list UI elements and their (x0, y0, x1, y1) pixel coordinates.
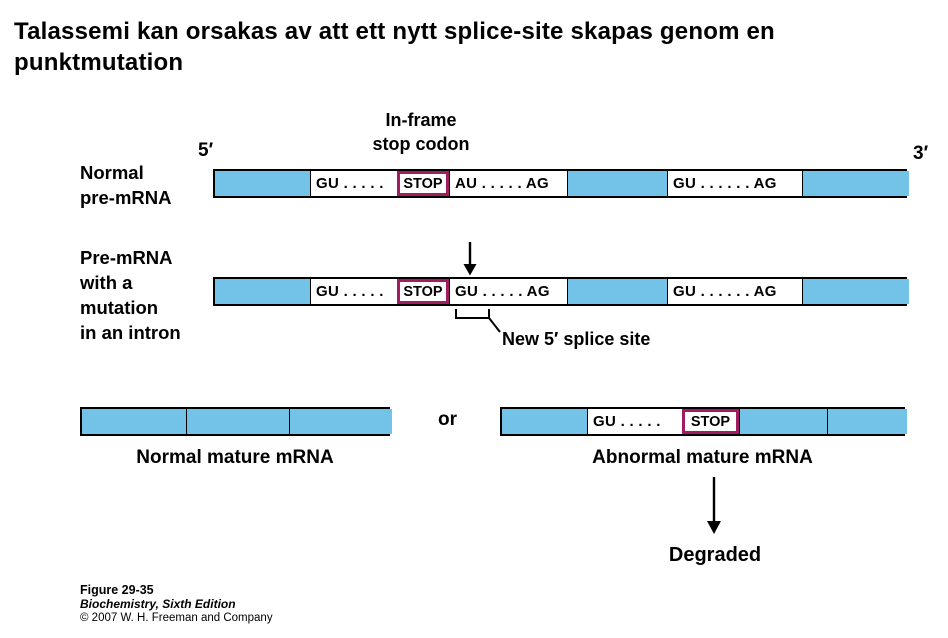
or-label: or (438, 409, 457, 430)
mutated-intron-segment: GU . . . . . AG (449, 279, 567, 304)
label-line: with a (80, 272, 133, 293)
exon-segment (186, 409, 289, 434)
exon-segment (82, 409, 186, 434)
normal-mature-mrna-caption: Normal mature mRNA (136, 447, 334, 468)
normal-mature-mrna-bar (80, 407, 392, 436)
exon-segment (567, 171, 667, 196)
degraded-arrow-icon (707, 477, 721, 534)
book-title: Biochemistry, Sixth Edition (80, 597, 236, 611)
intron-segment: GU . . . . . . AG (667, 171, 802, 196)
exon-segment (802, 171, 909, 196)
stop-codon-box: STOP (397, 279, 449, 304)
new-splice-site-label: New 5′ splice site (502, 329, 651, 349)
exon-segment (739, 409, 827, 434)
copyright-line: © 2007 W. H. Freeman and Company (80, 612, 273, 624)
new-splice-bracket-icon (455, 309, 501, 333)
label-line: mutation (80, 297, 159, 318)
exon-segment (502, 409, 587, 434)
intron-5prime-segment: GU . . . . . (310, 279, 397, 304)
annotation-line: stop codon (372, 134, 470, 154)
exon-segment (215, 279, 310, 304)
mutation-arrow-icon (463, 242, 477, 276)
mutant-premrna-bar: GU . . . . . STOP GU . . . . . AG GU . .… (213, 277, 909, 306)
abnormal-mature-mrna-caption: Abnormal mature mRNA (592, 447, 813, 468)
five-prime-label: 5′ (198, 140, 214, 161)
annotation-line: In-frame (385, 110, 457, 130)
stop-codon-box: STOP (682, 409, 739, 434)
normal-premrna-label: Normal pre-mRNA (80, 160, 171, 210)
stop-codon-box: STOP (397, 171, 449, 196)
title-line: punktmutation (14, 49, 184, 76)
exon-segment (567, 279, 667, 304)
intron-3prime-segment: AU . . . . . AG (449, 171, 567, 196)
inframe-stop-annotation: In-frame stop codon (356, 108, 486, 156)
intron-segment: GU . . . . . . AG (667, 279, 802, 304)
mutant-premrna-label: Pre-mRNA with a mutation in an intron (80, 245, 181, 345)
exon-segment (802, 279, 909, 304)
three-prime-label: 3′ (913, 143, 929, 164)
exon-segment (289, 409, 392, 434)
exon-segment (215, 171, 310, 196)
page-title: Talassemi kan orsakas av att ett nytt sp… (14, 16, 775, 78)
exon-segment (827, 409, 907, 434)
normal-premrna-bar: GU . . . . . STOP AU . . . . . AG GU . .… (213, 169, 909, 198)
label-line: pre-mRNA (80, 187, 172, 208)
label-line: Normal (80, 162, 144, 183)
title-line: Talassemi kan orsakas av att ett nytt sp… (14, 18, 775, 45)
figure-credits: Figure 29-35 Biochemistry, Sixth Edition… (80, 583, 273, 625)
label-line: Pre-mRNA (80, 247, 173, 268)
figure-number: Figure 29-35 (80, 583, 154, 597)
degraded-label: Degraded (668, 544, 762, 566)
abnormal-mature-mrna-bar: GU . . . . . STOP (500, 407, 907, 436)
label-line: in an intron (80, 322, 181, 343)
intron-5prime-segment: GU . . . . . (310, 171, 397, 196)
retained-intron-segment: GU . . . . . (587, 409, 682, 434)
